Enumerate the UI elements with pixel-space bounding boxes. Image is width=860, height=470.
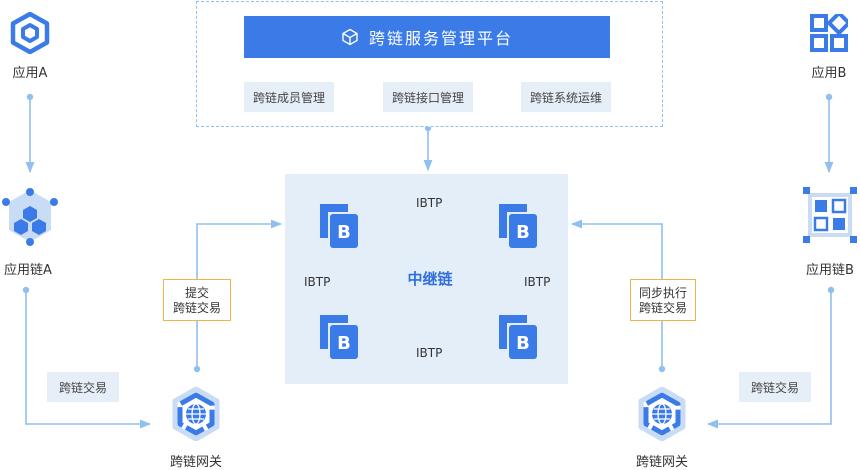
ibtp-label-right: IBTP bbox=[524, 275, 551, 289]
relay-node-bottom-right: B bbox=[497, 313, 543, 363]
node-letter: B bbox=[337, 333, 351, 354]
gateway-icon bbox=[638, 387, 686, 441]
ibtp-label-bottom: IBTP bbox=[416, 346, 443, 360]
app-a-icon bbox=[10, 12, 50, 54]
left-tx-tag: 跨链交易 bbox=[47, 372, 119, 402]
submit-tx-line2: 跨链交易 bbox=[172, 301, 221, 315]
ibtp-label-top: IBTP bbox=[416, 196, 443, 210]
ibtp-label-left: IBTP bbox=[304, 275, 331, 289]
chain-b-label: 应用链B bbox=[806, 263, 854, 278]
node-letter: B bbox=[516, 333, 530, 354]
node-letter: B bbox=[516, 222, 530, 243]
tag-member-management: 跨链成员管理 bbox=[244, 82, 334, 112]
app-b-icon bbox=[810, 14, 848, 52]
right-gateway-label: 跨链网关 bbox=[635, 455, 688, 470]
tag-system-ops: 跨链系统运维 bbox=[521, 82, 611, 112]
relay-node-top-left: B bbox=[318, 202, 364, 252]
node-letter: B bbox=[337, 222, 351, 243]
platform-title: 跨链服务管理平台 bbox=[368, 29, 513, 48]
right-tx-tag: 跨链交易 bbox=[739, 372, 811, 402]
chain-a-label: 应用链A bbox=[4, 263, 52, 278]
node-b-icon: B bbox=[499, 204, 537, 248]
node-b-icon: B bbox=[499, 315, 537, 359]
sync-tx-box: 同步执行 跨链交易 bbox=[630, 279, 696, 321]
sync-tx-line2: 跨链交易 bbox=[638, 301, 687, 315]
node-b-icon: B bbox=[320, 204, 358, 248]
relay-node-top-right: B bbox=[497, 202, 543, 252]
app-a-label: 应用A bbox=[12, 66, 48, 81]
relay-chain-label: 中继链 bbox=[407, 270, 453, 288]
platform-title-bar: 跨链服务管理平台 bbox=[244, 16, 610, 58]
left-gateway-label: 跨链网关 bbox=[169, 455, 222, 470]
relay-node-bottom-left: B bbox=[318, 313, 364, 363]
chain-b-icon bbox=[803, 187, 857, 243]
submit-tx-box: 提交 跨链交易 bbox=[163, 279, 231, 321]
tag-interface-management: 跨链接口管理 bbox=[383, 82, 473, 112]
sync-tx-line1: 同步执行 bbox=[638, 286, 687, 300]
submit-tx-line1: 提交 bbox=[184, 286, 209, 300]
cube-icon bbox=[342, 28, 358, 46]
chain-a-icon bbox=[2, 188, 58, 246]
gateway-icon bbox=[172, 387, 220, 441]
node-b-icon: B bbox=[320, 315, 358, 359]
app-b-label: 应用B bbox=[811, 66, 847, 81]
